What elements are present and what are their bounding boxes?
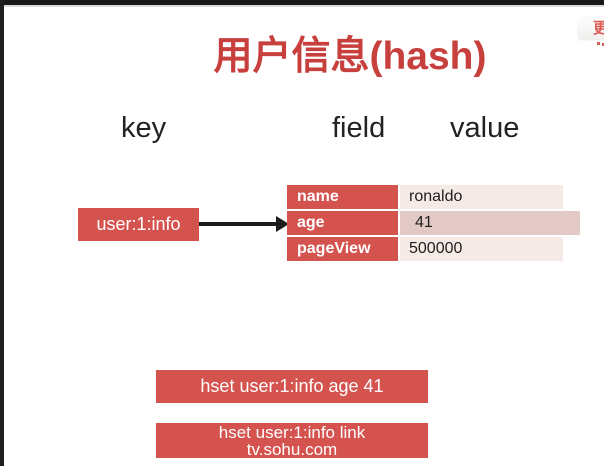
column-header-value: value bbox=[450, 112, 520, 144]
key-node-box: user:1:info bbox=[78, 208, 199, 241]
column-header-key: key bbox=[121, 112, 167, 144]
field-cell: age bbox=[287, 211, 398, 235]
column-header-field: field bbox=[332, 112, 386, 144]
value-cell: 41 bbox=[400, 211, 580, 235]
field-cell: name bbox=[287, 185, 398, 209]
command-text-line2: tv.sohu.com bbox=[246, 439, 338, 459]
table-row-highlighted: age 41 bbox=[287, 211, 580, 235]
command-box-hset-age: hset user:1:info age 41 bbox=[156, 370, 428, 403]
corner-badge-glyph: 更 bbox=[593, 20, 604, 37]
top-bar-divider bbox=[0, 5, 604, 7]
key-node-label: user:1:info bbox=[96, 214, 181, 234]
command-text: hset user:1:info age 41 bbox=[200, 376, 384, 396]
value-cell: ronaldo bbox=[400, 185, 563, 209]
corner-badge-dot bbox=[597, 42, 600, 45]
left-edge-strip bbox=[0, 0, 4, 466]
hash-table: name ronaldo age 41 pageView 500000 bbox=[287, 185, 580, 263]
table-row: pageView 500000 bbox=[287, 237, 580, 261]
corner-badge-dot bbox=[602, 43, 604, 46]
top-window-bar bbox=[0, 0, 604, 5]
table-row: name ronaldo bbox=[287, 185, 580, 209]
page-title: 用户信息(hash) bbox=[213, 35, 487, 78]
arrow-line bbox=[199, 222, 278, 226]
field-cell: pageView bbox=[287, 237, 398, 261]
command-box-hset-link: hset user:1:info link tv.sohu.com bbox=[156, 423, 428, 458]
arrow-head-icon bbox=[276, 216, 289, 232]
command-text-line1: hset user:1:info link bbox=[218, 422, 366, 442]
value-cell: 500000 bbox=[400, 237, 563, 261]
corner-overlay-button[interactable]: 更 bbox=[578, 17, 604, 40]
